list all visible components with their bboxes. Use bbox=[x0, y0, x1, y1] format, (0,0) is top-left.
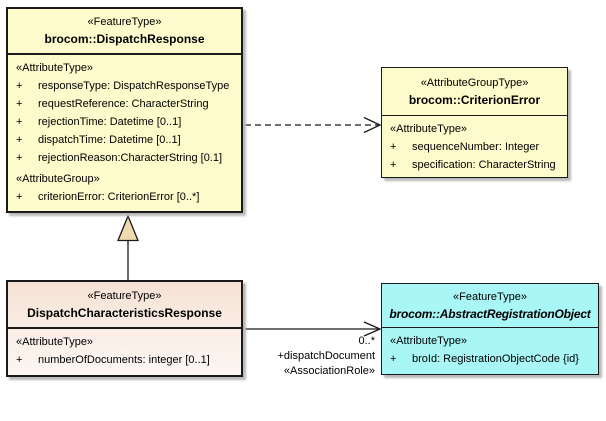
association-labels: 0..* +dispatchDocument «AssociationRole» bbox=[277, 334, 375, 379]
attribute-text: requestReference: CharacterString bbox=[38, 98, 209, 110]
attribute-text: rejectionReason:CharacterString [0.1] bbox=[38, 152, 223, 164]
attribute-row: + specification: CharacterString bbox=[382, 156, 567, 174]
class-criterion-error[interactable]: «AttributeGroupType» brocom::CriterionEr… bbox=[381, 67, 568, 178]
section-stereotype: «AttributeType» bbox=[16, 336, 94, 348]
attribute-text: responseType: DispatchResponseType bbox=[38, 80, 230, 92]
visibility: + bbox=[16, 116, 23, 128]
section-stereotype: «AttributeGroup» bbox=[16, 173, 100, 185]
generalization-connector[interactable] bbox=[117, 214, 139, 280]
section-stereotype: «AttributeType» bbox=[390, 335, 468, 347]
class-stereotype: «FeatureType» bbox=[87, 16, 162, 28]
dependency-arrowhead-icon bbox=[363, 116, 382, 134]
class-stereotype: «AttributeGroupType» bbox=[420, 76, 529, 89]
attribute-text: broId: RegistrationObjectCode {id} bbox=[412, 353, 579, 365]
section-stereotype: «AttributeType» bbox=[16, 62, 94, 74]
class-name: brocom::DispatchResponse bbox=[44, 32, 205, 46]
attribute-row: + requestReference: CharacterString bbox=[8, 95, 241, 113]
visibility: + bbox=[16, 191, 23, 203]
attribute-text: specification: CharacterString bbox=[412, 159, 556, 171]
generalization-triangle-icon bbox=[117, 214, 139, 242]
class-title: «FeatureType» DispatchCharacteristicsRes… bbox=[8, 282, 241, 329]
attribute-text: criterionError: CriterionError [0..*] bbox=[38, 191, 200, 203]
attribute-row: + broId: RegistrationObjectCode {id} bbox=[382, 350, 598, 368]
class-abstract-registration-object[interactable]: «FeatureType» brocom::AbstractRegistrati… bbox=[381, 283, 599, 375]
association-multiplicity: 0..* bbox=[358, 335, 375, 347]
class-title: «FeatureType» brocom::DispatchResponse bbox=[8, 9, 241, 55]
association-role: +dispatchDocument bbox=[277, 350, 375, 362]
class-title: «AttributeGroupType» brocom::CriterionEr… bbox=[382, 68, 567, 116]
visibility: + bbox=[390, 159, 397, 171]
visibility: + bbox=[16, 354, 23, 366]
attribute-row: + dispatchTime: Datetime [0..1] bbox=[8, 131, 241, 149]
attribute-row: + sequenceNumber: Integer bbox=[382, 138, 567, 156]
dependency-connector[interactable] bbox=[245, 116, 382, 134]
class-name: brocom::CriterionError bbox=[408, 92, 541, 107]
visibility: + bbox=[16, 134, 23, 146]
association-role-stereotype: «AssociationRole» bbox=[283, 365, 375, 377]
class-name: DispatchCharacteristicsResponse bbox=[27, 305, 222, 320]
class-dispatch-response[interactable]: «FeatureType» brocom::DispatchResponse «… bbox=[6, 7, 243, 213]
attribute-row: + responseType: DispatchResponseType bbox=[8, 77, 241, 95]
attributes-compartment: «AttributeType» + responseType: Dispatch… bbox=[8, 55, 241, 206]
class-title: «FeatureType» brocom::AbstractRegistrati… bbox=[382, 284, 598, 328]
class-dispatch-characteristics-response[interactable]: «FeatureType» DispatchCharacteristicsRes… bbox=[6, 280, 243, 377]
attribute-row: + rejectionTime: Datetime [0..1] bbox=[8, 113, 241, 131]
visibility: + bbox=[16, 80, 23, 92]
attribute-row: + numberOfDocuments: integer [0..1] bbox=[8, 351, 241, 369]
visibility: + bbox=[390, 353, 397, 365]
visibility: + bbox=[16, 98, 23, 110]
attributes-compartment: «AttributeType» + numberOfDocuments: int… bbox=[8, 329, 241, 369]
visibility: + bbox=[16, 152, 23, 164]
association-connector[interactable] bbox=[245, 321, 382, 337]
attribute-text: numberOfDocuments: integer [0..1] bbox=[38, 354, 210, 366]
attribute-text: rejectionTime: Datetime [0..1] bbox=[38, 116, 182, 128]
class-stereotype: «FeatureType» bbox=[453, 290, 527, 303]
visibility: + bbox=[390, 141, 397, 153]
attribute-text: sequenceNumber: Integer bbox=[412, 141, 540, 153]
class-stereotype: «FeatureType» bbox=[87, 289, 162, 302]
association-arrowhead-icon bbox=[363, 321, 382, 337]
attribute-row: + rejectionReason:CharacterString [0.1] bbox=[8, 149, 241, 167]
section-stereotype: «AttributeType» bbox=[390, 123, 468, 135]
attributes-compartment: «AttributeType» + sequenceNumber: Intege… bbox=[382, 116, 567, 174]
attributes-compartment: «AttributeType» + broId: RegistrationObj… bbox=[382, 328, 598, 368]
attribute-row: + criterionError: CriterionError [0..*] bbox=[8, 188, 241, 206]
class-name: brocom::AbstractRegistrationObject bbox=[389, 306, 591, 321]
attribute-text: dispatchTime: Datetime [0..1] bbox=[38, 134, 181, 146]
